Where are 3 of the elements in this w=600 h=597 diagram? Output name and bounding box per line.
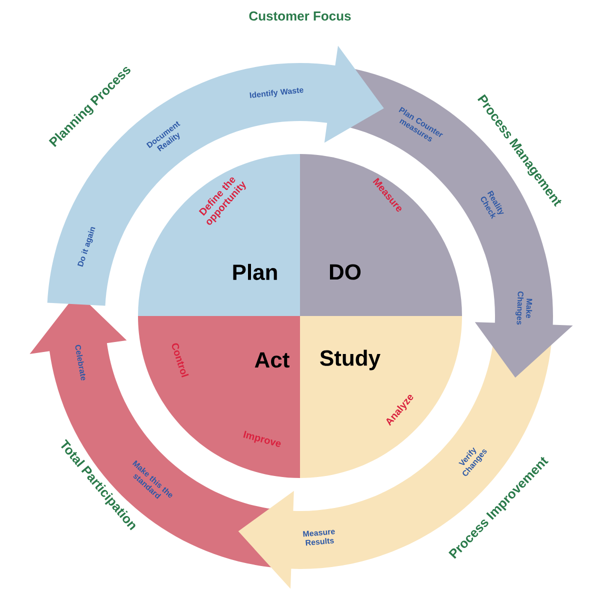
node-label: Measure Results bbox=[303, 530, 335, 546]
stage-label: Customer Focus bbox=[249, 11, 351, 21]
node-label: Celebrate bbox=[75, 344, 86, 381]
